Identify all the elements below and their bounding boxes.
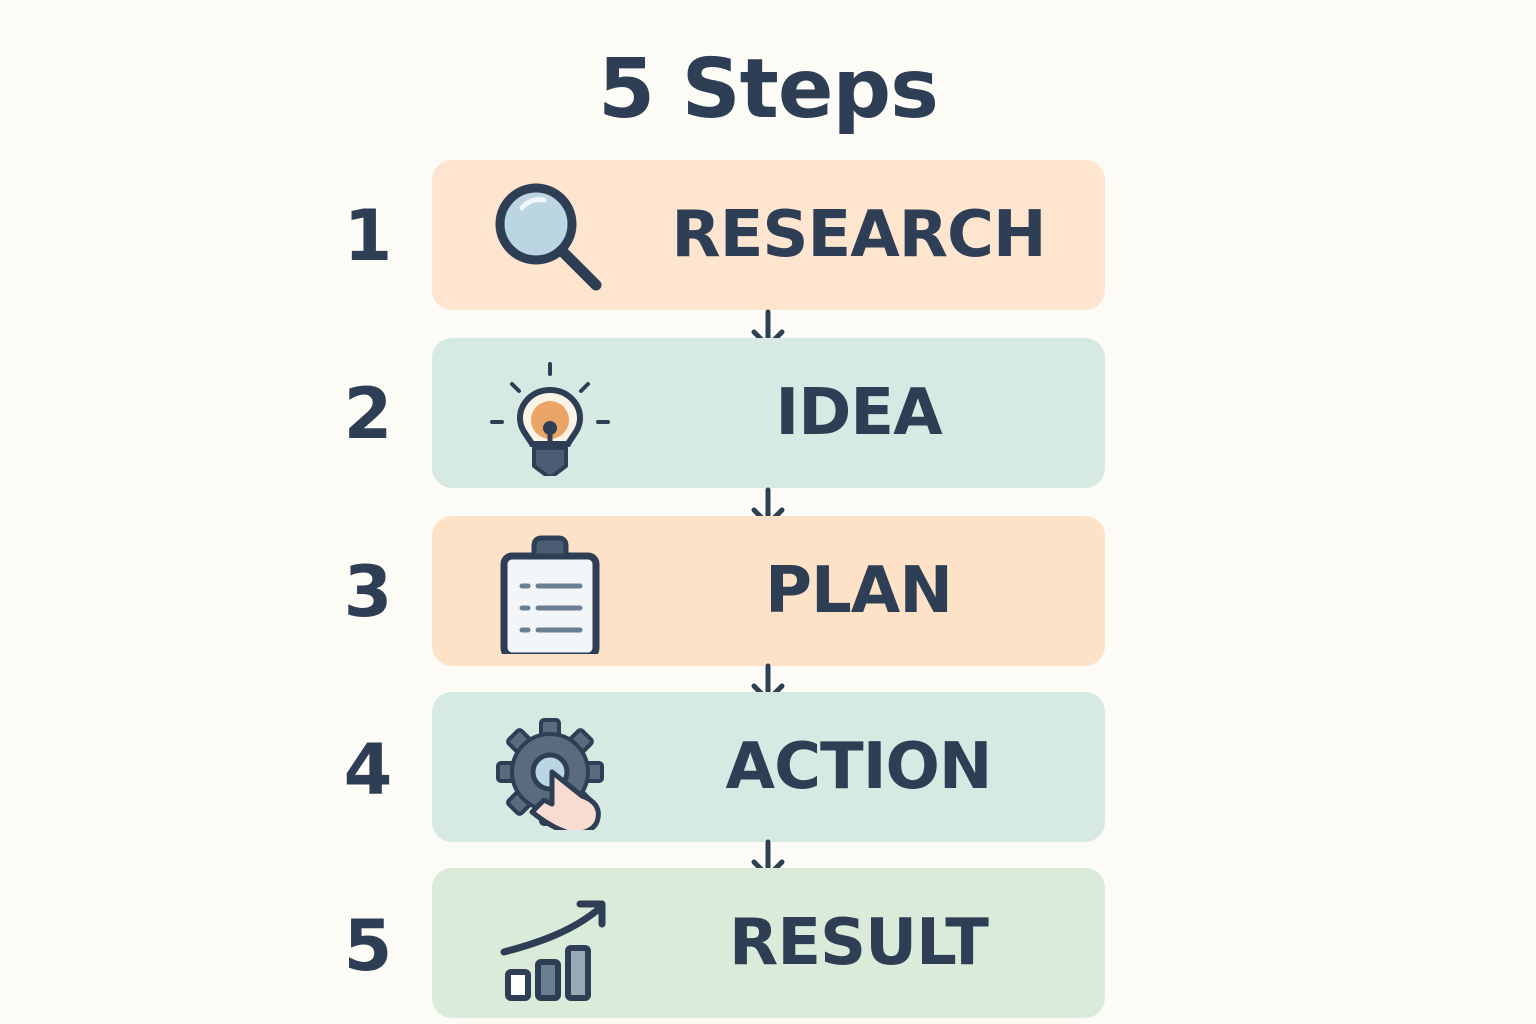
step-number-3: 3 bbox=[343, 551, 393, 633]
step-label-idea: IDEA bbox=[775, 376, 942, 450]
step-box-plan: PLAN bbox=[432, 516, 1105, 666]
clipboard-icon bbox=[482, 528, 612, 654]
gear-hand-icon bbox=[482, 704, 612, 830]
step-box-idea: IDEA bbox=[432, 338, 1105, 488]
step-number-4: 4 bbox=[343, 729, 393, 811]
step-label-action: ACTION bbox=[725, 730, 993, 804]
diagram-title: 5 Steps bbox=[598, 42, 939, 137]
step-box-result: RESULT bbox=[432, 868, 1105, 1018]
step-number-1: 1 bbox=[343, 195, 393, 277]
step-label-result: RESULT bbox=[729, 906, 989, 980]
step-number-5: 5 bbox=[343, 905, 393, 987]
step-label-plan: PLAN bbox=[765, 554, 953, 628]
step-box-research: RESEARCH bbox=[432, 160, 1105, 310]
step-box-action: ACTION bbox=[432, 692, 1105, 842]
step-label-research: RESEARCH bbox=[671, 198, 1046, 272]
step-number-2: 2 bbox=[343, 373, 393, 455]
magnifier-icon bbox=[482, 172, 612, 298]
lightbulb-icon bbox=[482, 350, 612, 476]
growth-chart-icon bbox=[482, 880, 612, 1006]
